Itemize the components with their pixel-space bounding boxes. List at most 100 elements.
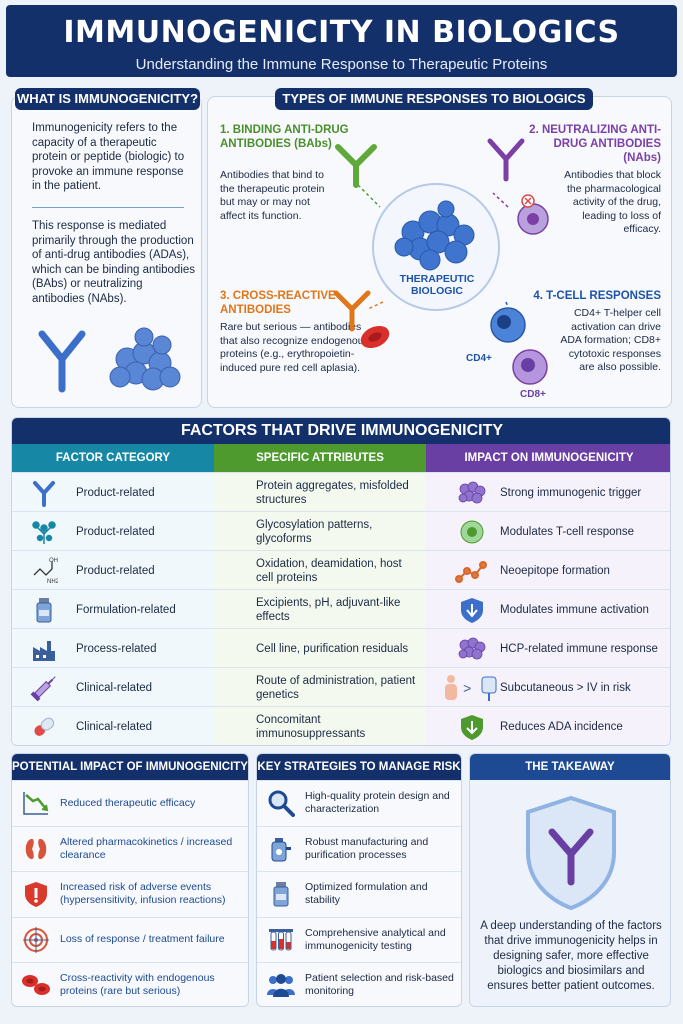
list-item: Loss of response / treatment failure xyxy=(12,916,248,962)
type-3-text: Rare but serious — antibodies that also … xyxy=(220,321,369,374)
takeaway-text: A deep understanding of the factors that… xyxy=(480,920,662,992)
pill-icon xyxy=(30,707,62,745)
center-label: THERAPEUTIC BIOLOGIC xyxy=(399,273,475,297)
factor-impact: Reduces ADA incidence xyxy=(500,720,623,733)
down-arrow-shield-icon xyxy=(442,707,502,745)
bioreactor-icon xyxy=(257,835,305,863)
strategies-heading: KEY STRATEGIES TO MANAGE RISK xyxy=(257,754,461,780)
vial-icon xyxy=(30,590,62,629)
list-item-text: Robust manufacturing and purification pr… xyxy=(305,835,429,861)
kidney-icon xyxy=(12,835,60,863)
list-item: Comprehensive analytical and immunogenic… xyxy=(257,916,461,962)
list-item-text: Cross-reactivity with endogenous protein… xyxy=(60,972,215,997)
list-item: Optimized formulation and stability xyxy=(257,871,461,916)
col-header-category: FACTOR CATEGORY xyxy=(12,444,214,472)
orange-antibody-icon xyxy=(333,290,371,332)
list-item: Reduced therapeutic efficacy xyxy=(12,780,248,825)
factor-row: Clinical-related Concomitant immunosuppre… xyxy=(12,706,670,745)
factor-category: Clinical-related xyxy=(76,720,153,733)
type-1-title: 1. BINDING ANTI-DRUG ANTIBODIES (BAbs) xyxy=(220,124,349,150)
factor-attribute: Glycosylation patterns, glycoforms xyxy=(256,518,373,545)
factors-table: FACTORS THAT DRIVE IMMUNOGENICITY FACTOR… xyxy=(11,417,671,746)
factor-impact: Modulates immune activation xyxy=(500,603,649,616)
svg-text:OH: OH xyxy=(49,558,58,564)
list-item-text: Patient selection and risk-based monitor… xyxy=(305,972,454,997)
factor-category: Product-related xyxy=(76,564,155,577)
list-item-text: Reduced therapeutic efficacy xyxy=(60,796,196,809)
takeaway-panel: THE TAKEAWAY A deep understanding of the… xyxy=(469,753,671,1007)
antibody-icon xyxy=(30,473,62,512)
factor-row: Process-related Cell line, purification r… xyxy=(12,628,670,668)
factory-icon xyxy=(30,629,62,668)
what-paragraph-2: This response is mediated primarily thro… xyxy=(32,220,196,305)
vial-icon xyxy=(257,880,305,908)
type-2-title: 2. NEUTRALIZING ANTI-DRUG ANTIBODIES (NA… xyxy=(529,124,661,164)
peptide-chain-icon xyxy=(442,551,502,590)
cd8-label: CD8+ xyxy=(520,389,546,400)
types-diagram xyxy=(333,138,549,385)
people-icon xyxy=(257,971,305,999)
impact-panel: POTENTIAL IMPACT OF IMMUNOGENICITY Reduc… xyxy=(11,753,249,1007)
list-item-text: Comprehensive analytical and immunogenic… xyxy=(305,926,446,952)
aggregate-icon xyxy=(442,473,502,512)
what-heading: WHAT IS IMMUNOGENICITY? xyxy=(15,88,200,110)
factor-attribute: Excipients, pH, adjuvant-like effects xyxy=(256,596,401,623)
list-item-text: High-quality protein design and characte… xyxy=(305,790,450,815)
warning-shield-icon xyxy=(12,880,60,908)
factor-impact: Neoepitope formation xyxy=(500,564,610,577)
aggregate-icon xyxy=(394,200,475,271)
factor-category: Product-related xyxy=(76,525,155,538)
what-paragraph-1: Immunogenicity refers to the capacity of… xyxy=(32,122,185,192)
what-is-panel: Immunogenicity refers to the capacity of… xyxy=(11,96,202,408)
factor-category: Product-related xyxy=(76,486,155,499)
divider xyxy=(32,207,184,208)
red-blood-cells-icon xyxy=(12,971,60,999)
list-item-text: Increased risk of adverse events (hypers… xyxy=(60,881,226,906)
list-item: High-quality protein design and characte… xyxy=(257,780,461,825)
list-item: Altered pharmacokinetics / increased cle… xyxy=(12,825,248,871)
shield-icon xyxy=(442,590,502,629)
list-item-text: Altered pharmacokinetics / increased cle… xyxy=(60,835,233,861)
type-1-text: Antibodies that bind to the therapeutic … xyxy=(220,169,325,222)
page-title: IMMUNOGENICITY IN BIOLOGICS xyxy=(63,15,620,50)
list-item-text: Loss of response / treatment failure xyxy=(60,933,225,945)
greater-than-symbol: > xyxy=(463,679,472,696)
types-panel: 1. BINDING ANTI-DRUG ANTIBODIES (BAbs) A… xyxy=(207,96,672,408)
factor-attribute: Cell line, purification residuals xyxy=(256,642,409,655)
impact-heading: POTENTIAL IMPACT OF IMMUNOGENICITY xyxy=(12,754,248,780)
takeaway-heading: THE TAKEAWAY xyxy=(470,754,670,780)
factor-impact: HCP-related immune response xyxy=(500,642,658,655)
list-item: Patient selection and risk-based monitor… xyxy=(257,962,461,1006)
antibody-icon xyxy=(38,330,86,393)
factor-attribute: Concomitant immunosuppressants xyxy=(256,713,366,740)
factor-category: Formulation-related xyxy=(76,603,176,616)
list-item: Increased risk of adverse events (hypers… xyxy=(12,871,248,916)
type-4-title: 4. T-CELL RESPONSES xyxy=(533,290,661,302)
factor-category: Process-related xyxy=(76,642,157,655)
col-header-impact: IMPACT ON IMMUNOGENICITY xyxy=(426,444,670,472)
glycan-icon xyxy=(30,512,62,551)
factor-attribute: Oxidation, deamidation, host cell protei… xyxy=(256,557,402,584)
antibody-aggregate-illustration xyxy=(38,327,181,393)
factor-attribute: Route of administration, patient genetic… xyxy=(256,674,416,701)
list-item-text: Optimized formulation and stability xyxy=(305,881,428,906)
factor-category: Clinical-related xyxy=(76,681,153,694)
factors-heading: FACTORS THAT DRIVE IMMUNOGENICITY xyxy=(12,418,670,444)
target-icon xyxy=(12,926,60,954)
types-heading: TYPES OF IMMUNE RESPONSES TO BIOLOGICS xyxy=(275,88,593,110)
factor-row: Product-related Glycosylation patterns, g… xyxy=(12,511,670,551)
factor-row: Clinical-related Route of administration,… xyxy=(12,667,670,707)
col-header-attributes: SPECIFIC ATTRIBUTES xyxy=(214,444,426,472)
list-item: Robust manufacturing and purification pr… xyxy=(257,825,461,871)
factor-impact: Modulates T-cell response xyxy=(500,525,635,538)
factor-attribute: Protein aggregates, misfolded structures xyxy=(256,479,409,506)
cell-icon xyxy=(442,512,502,551)
shield-antibody-icon xyxy=(526,795,616,911)
factor-impact: Strong immunogenic trigger xyxy=(500,486,642,499)
factor-row: Formulation-related Excipients, pH, adjuv… xyxy=(12,589,670,629)
iv-bag-icon: > xyxy=(442,668,502,707)
strategies-panel: KEY STRATEGIES TO MANAGE RISK High-quali… xyxy=(256,753,462,1007)
test-tubes-icon xyxy=(257,926,305,954)
